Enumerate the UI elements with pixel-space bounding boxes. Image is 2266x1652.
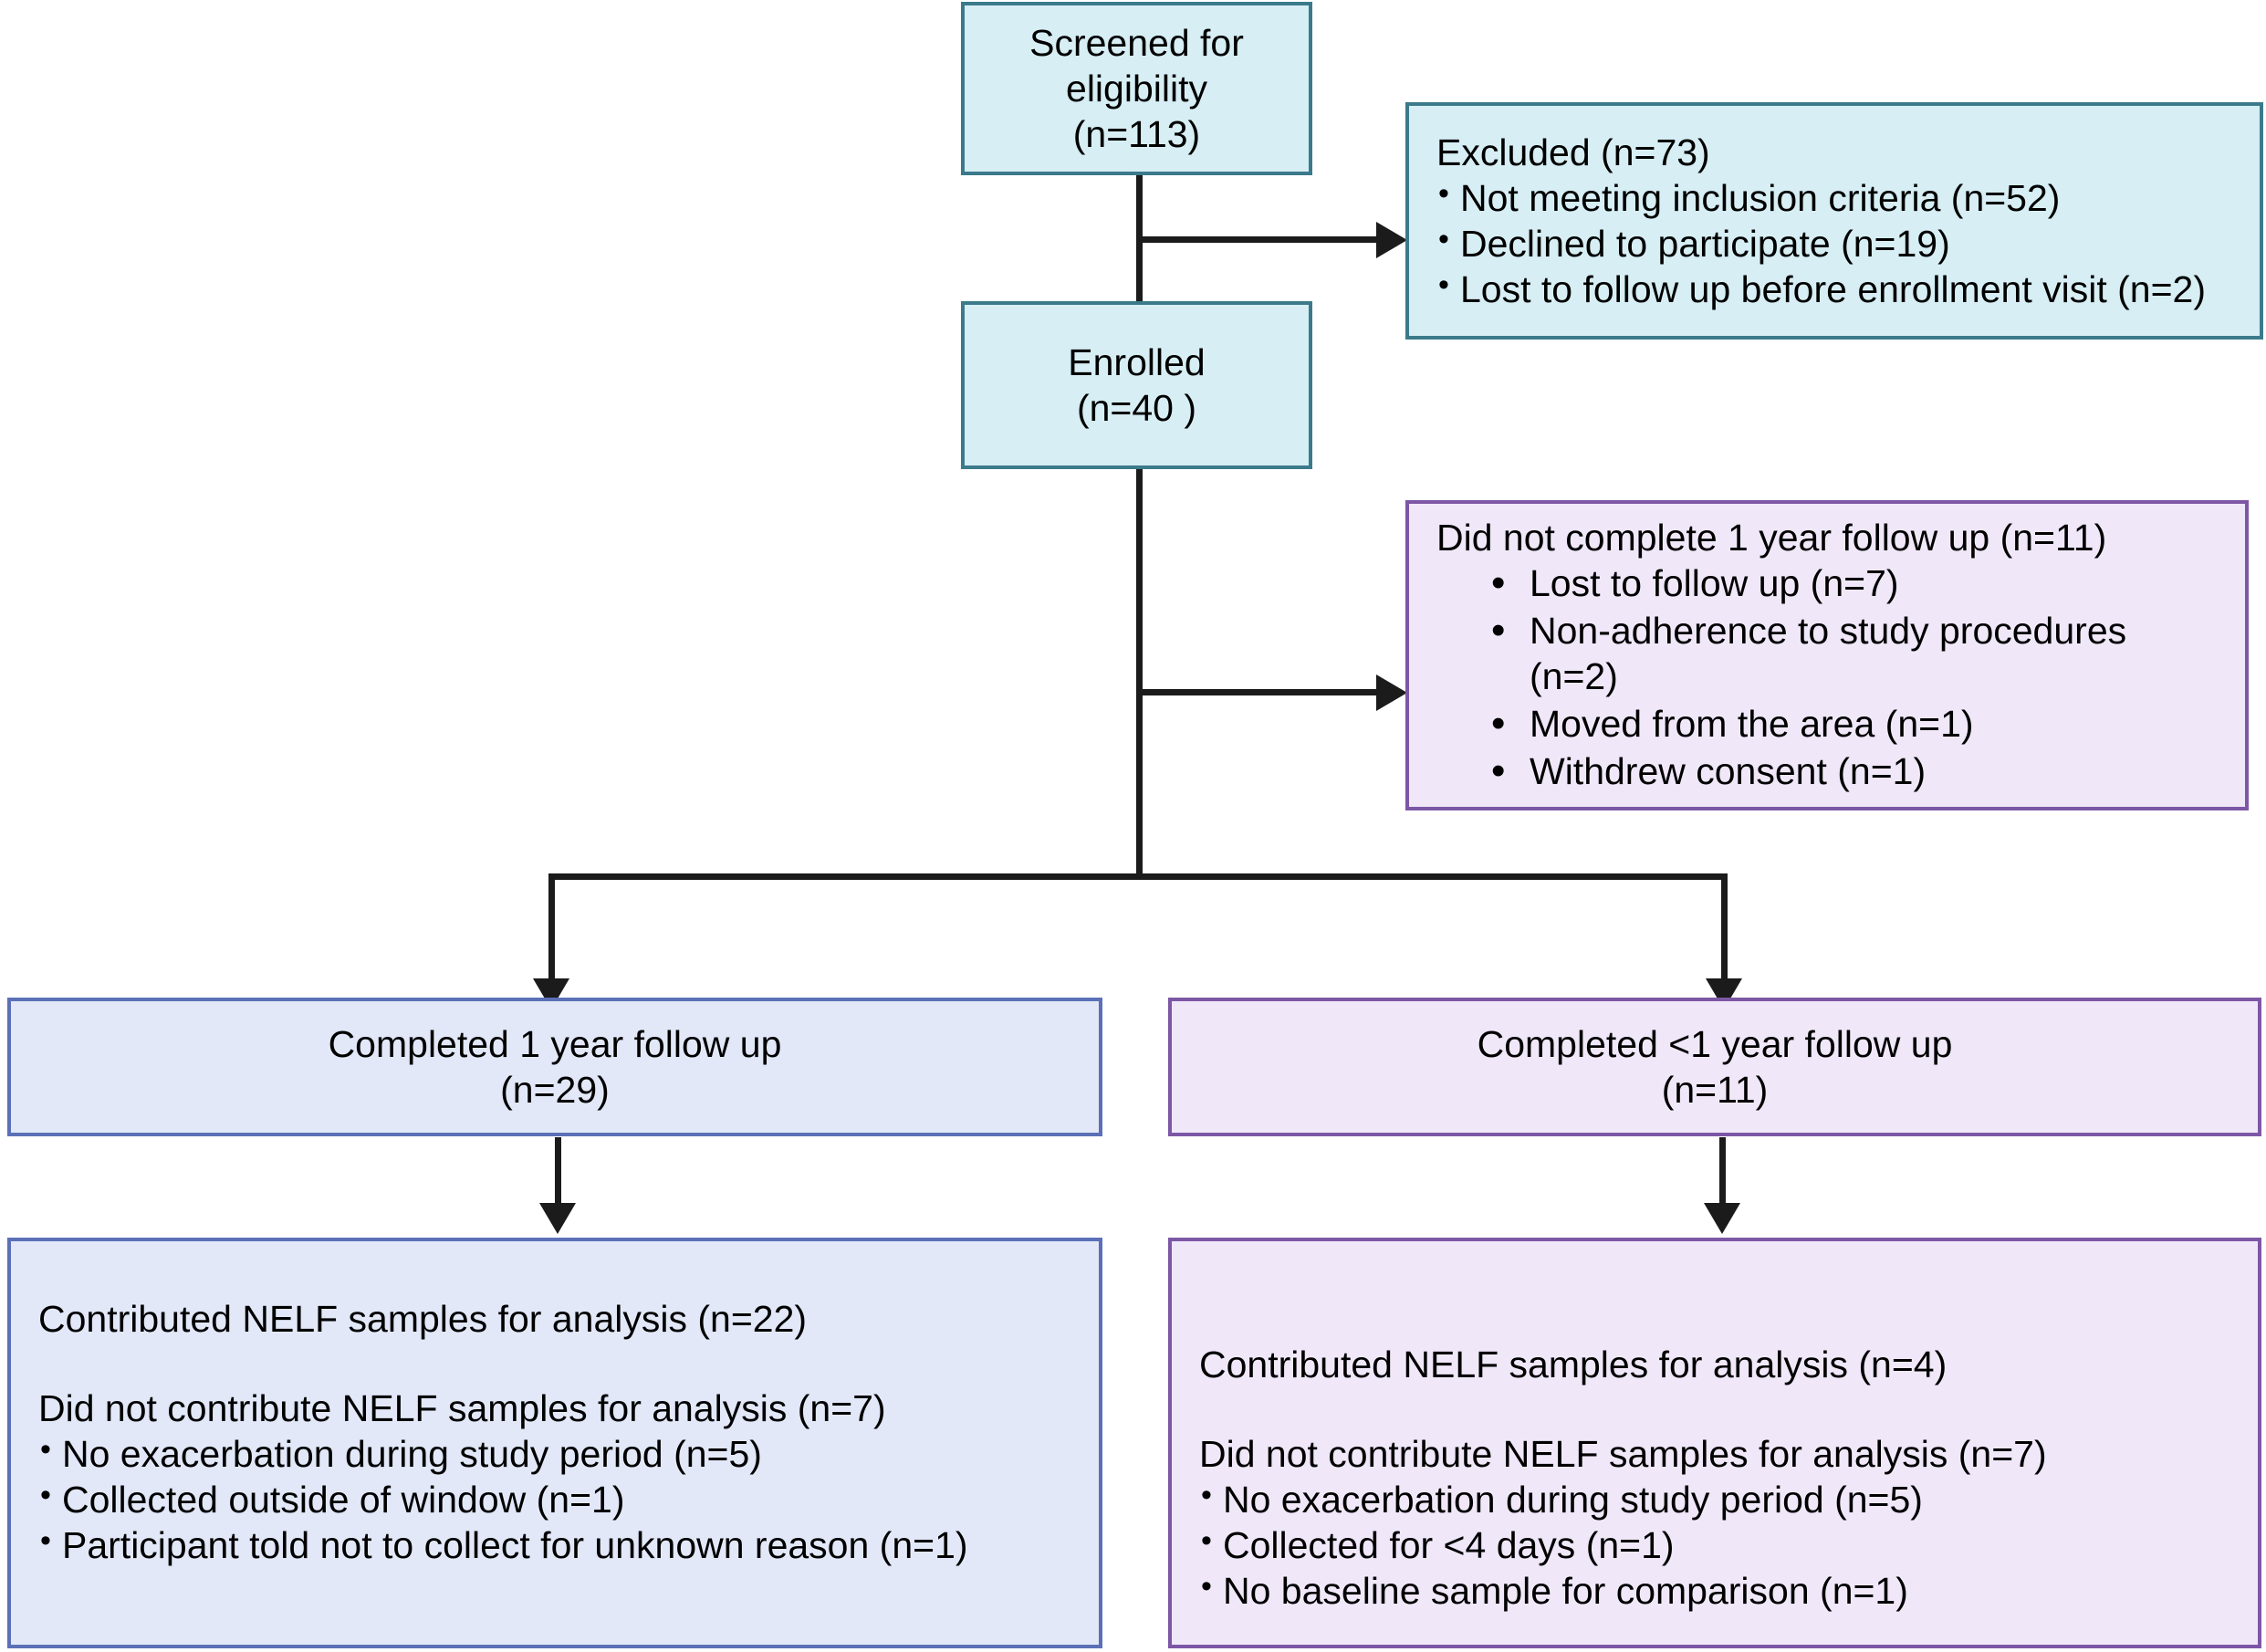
- list-item: No baseline sample for comparison (n=1): [1199, 1568, 2230, 1614]
- connector-branch-excluded: [1136, 236, 1379, 243]
- analysis-partial-reason-list: No exacerbation during study period (n=5…: [1199, 1477, 2230, 1614]
- list-item: Collected for <4 days (n=1): [1199, 1522, 2230, 1568]
- completed-partial-line-2: (n=11): [1661, 1069, 1769, 1111]
- analysis-partial-spacer: [1199, 1387, 2230, 1431]
- list-item: Moved from the area (n=1): [1484, 701, 2218, 747]
- node-completed-1-year-follow-up: Completed 1 year follow up (n=29): [7, 998, 1102, 1136]
- node-excluded: Excluded (n=73) Not meeting inclusion cr…: [1405, 102, 2263, 340]
- list-item: Collected outside of window (n=1): [38, 1477, 1071, 1522]
- analysis-partial-not-contributed: Did not contribute NELF samples for anal…: [1199, 1433, 2047, 1476]
- screened-line-1: Screened for: [1029, 21, 1244, 64]
- analysis-full-not-contributed: Did not contribute NELF samples for anal…: [38, 1387, 886, 1430]
- completed-full-line-2: (n=29): [500, 1069, 610, 1111]
- list-item: Declined to participate (n=19): [1436, 221, 2232, 267]
- analysis-full-contributed: Contributed NELF samples for analysis (n…: [38, 1298, 808, 1340]
- node-completed-under-1-year-follow-up: Completed <1 year follow up (n=11): [1168, 998, 2261, 1136]
- connector-branch-did-not-complete: [1136, 689, 1379, 695]
- connector-fork-right-leg: [1721, 873, 1728, 983]
- list-item: Lost to follow up (n=7): [1484, 560, 2218, 606]
- arrowhead-excluded: [1376, 222, 1407, 258]
- screened-line-3: (n=113): [1072, 113, 1201, 155]
- node-screened-for-eligibility: Screened for eligibility (n=113): [961, 2, 1312, 175]
- excluded-heading: Excluded (n=73): [1436, 131, 1710, 173]
- did-not-complete-heading: Did not complete 1 year follow up (n=11): [1436, 516, 2107, 559]
- analysis-partial-contributed: Contributed NELF samples for analysis (n…: [1199, 1344, 1948, 1385]
- list-item: No exacerbation during study period (n=5…: [38, 1431, 1071, 1477]
- list-item: Not meeting inclusion criteria (n=52): [1436, 175, 2232, 221]
- node-did-not-complete-follow-up: Did not complete 1 year follow up (n=11)…: [1405, 500, 2249, 810]
- list-item: Non-adherence to study procedures (n=2): [1484, 608, 2218, 699]
- list-item: Lost to follow up before enrollment visi…: [1436, 267, 2232, 312]
- list-item: Participant told not to collect for unkn…: [38, 1522, 1071, 1568]
- analysis-full-spacer: [38, 1342, 1071, 1385]
- completed-partial-line-1: Completed <1 year follow up: [1477, 1022, 1953, 1065]
- list-item: No exacerbation during study period (n=5…: [1199, 1477, 2230, 1522]
- enrolled-line-1: Enrolled: [1068, 340, 1206, 383]
- excluded-reason-list: Not meeting inclusion criteria (n=52) De…: [1436, 175, 2232, 312]
- connector-fork-left-leg: [548, 873, 555, 983]
- connector-completed-partial-to-analysis: [1719, 1137, 1726, 1210]
- node-analysis-completed-1-year: Contributed NELF samples for analysis (n…: [7, 1238, 1102, 1648]
- arrowhead-analysis-full: [539, 1203, 576, 1234]
- enrolled-line-2: (n=40 ): [1076, 387, 1197, 429]
- connector-fork-bar: [548, 873, 1728, 880]
- node-analysis-completed-under-1-year: Contributed NELF samples for analysis (n…: [1168, 1238, 2261, 1648]
- screened-line-2: eligibility: [1066, 67, 1207, 110]
- connector-enrolled-to-fork: [1136, 465, 1143, 880]
- completed-full-line-1: Completed 1 year follow up: [328, 1022, 782, 1065]
- connector-completed-full-to-analysis: [555, 1137, 561, 1210]
- arrowhead-did-not-complete: [1376, 674, 1407, 711]
- list-item: Withdrew consent (n=1): [1484, 748, 2218, 794]
- node-enrolled: Enrolled (n=40 ): [961, 301, 1312, 469]
- arrowhead-analysis-partial: [1704, 1203, 1740, 1234]
- did-not-complete-reason-list: Lost to follow up (n=7) Non-adherence to…: [1484, 560, 2218, 796]
- analysis-full-reason-list: No exacerbation during study period (n=5…: [38, 1431, 1071, 1568]
